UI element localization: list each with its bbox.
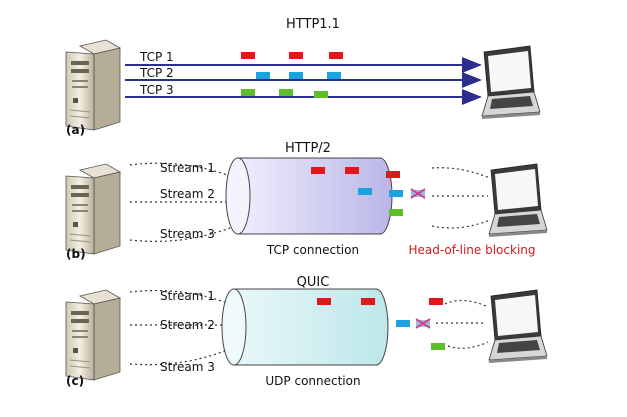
stream-guide xyxy=(129,347,233,366)
stream-guide xyxy=(431,167,491,179)
packet-red xyxy=(329,52,343,59)
panel-c: (c) QUIC Stream 1 Stream 2 Stream 3 UDP … xyxy=(65,275,548,388)
stream1-label: Stream 1 xyxy=(160,161,215,175)
stream-guide xyxy=(431,219,491,229)
packet-green xyxy=(431,343,445,350)
packet-blue xyxy=(327,72,341,79)
head-of-line-blocking-note: Head-of-line blocking xyxy=(408,243,535,257)
stream3-label: Stream 3 xyxy=(160,360,215,374)
laptop-icon xyxy=(488,289,548,364)
stream-guide xyxy=(444,299,487,307)
stream-guide xyxy=(129,162,236,179)
lost-packet-x-icon xyxy=(410,188,426,199)
udp-connection-caption: UDP connection xyxy=(265,374,360,388)
packet-green xyxy=(389,209,403,216)
panel-b-label: (b) xyxy=(66,247,86,261)
tcp1-label: TCP 1 xyxy=(139,50,174,64)
packet-red xyxy=(386,171,400,178)
stream2-label: Stream 2 xyxy=(160,318,215,332)
packet-red xyxy=(241,52,255,59)
panel-a-title: HTTP1.1 xyxy=(286,17,340,32)
stream2-label: Stream 2 xyxy=(160,187,215,201)
panel-b-title: HTTP/2 xyxy=(285,141,331,156)
tcp-connection-pipe xyxy=(237,157,393,235)
packet-blue xyxy=(358,188,372,195)
laptop-icon xyxy=(481,45,541,120)
tcp2-label: TCP 2 xyxy=(139,66,174,80)
packet-red xyxy=(361,298,375,305)
packet-red xyxy=(317,298,331,305)
lost-packet-x-icon xyxy=(415,318,431,329)
server-icon xyxy=(65,289,121,381)
packet-blue xyxy=(389,190,403,197)
packet-blue xyxy=(289,72,303,79)
panel-b: (b) HTTP/2 Stream 1 Stream 2 Stream 3 TC… xyxy=(65,141,548,261)
panel-a: (a) HTTP1.1 TCP 1 TCP 2 TCP 3 xyxy=(65,17,541,137)
tcp-connection-caption: TCP connection xyxy=(266,243,359,257)
packet-red xyxy=(289,52,303,59)
packet-green xyxy=(279,89,293,96)
server-icon xyxy=(65,39,121,131)
panel-c-title: QUIC xyxy=(297,275,330,290)
packet-blue xyxy=(396,320,410,327)
packet-red xyxy=(429,298,443,305)
packet-red xyxy=(345,167,359,174)
stream-guide xyxy=(129,289,233,306)
stream-guide xyxy=(447,341,489,349)
stream3-label: Stream 3 xyxy=(160,227,215,241)
packet-green xyxy=(241,89,255,96)
stream-guide xyxy=(129,225,236,242)
laptop-icon xyxy=(488,163,548,238)
packet-red xyxy=(311,167,325,174)
packet-blue xyxy=(256,72,270,79)
packet-green xyxy=(314,91,328,98)
udp-connection-pipe xyxy=(233,288,389,366)
tcp-pipe-mouth xyxy=(225,157,251,235)
server-icon xyxy=(65,163,121,255)
udp-pipe-mouth xyxy=(221,288,247,366)
tcp3-label: TCP 3 xyxy=(139,83,174,97)
stream1-label: Stream 1 xyxy=(160,289,215,303)
panel-a-label: (a) xyxy=(66,123,85,137)
panel-c-label: (c) xyxy=(66,374,84,388)
